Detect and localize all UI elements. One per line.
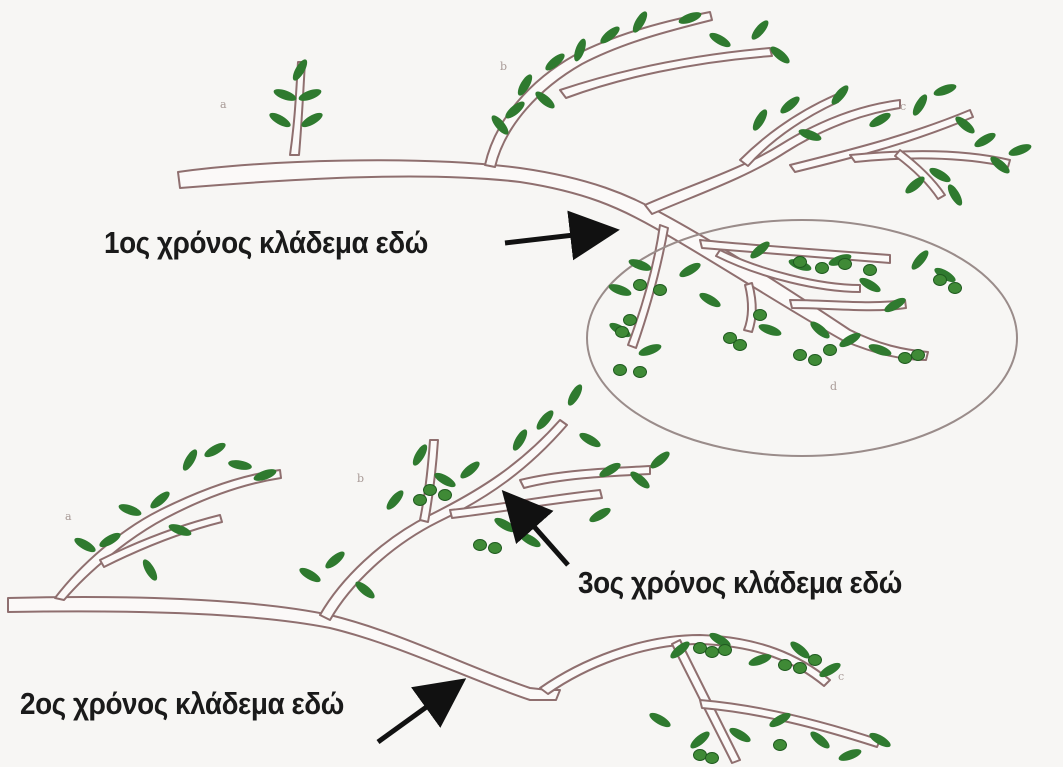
marker-bottom-a: a <box>65 510 72 523</box>
leaf <box>432 470 457 490</box>
olive <box>694 643 707 654</box>
leaf <box>458 459 482 481</box>
olive <box>439 490 452 501</box>
olive <box>816 263 829 274</box>
olive <box>424 485 437 496</box>
leaf <box>227 458 252 471</box>
olive <box>754 310 767 321</box>
leaves <box>72 9 1032 763</box>
olive <box>724 333 737 344</box>
olive <box>949 283 962 294</box>
leaf <box>510 427 530 452</box>
olive <box>794 663 807 674</box>
olive <box>809 655 822 666</box>
marker-bottom-c: c <box>838 670 844 683</box>
leaf <box>410 442 430 467</box>
olive <box>839 259 852 270</box>
leaf <box>180 447 200 472</box>
olive <box>414 495 427 506</box>
leaf <box>297 565 322 585</box>
leaf <box>565 382 585 407</box>
olive <box>694 750 707 761</box>
olive <box>899 353 912 364</box>
olive <box>706 753 719 764</box>
olive <box>794 257 807 268</box>
leaf <box>972 130 997 150</box>
leaf <box>903 174 927 196</box>
olive <box>624 315 637 326</box>
leaf <box>353 579 377 601</box>
olive <box>634 367 647 378</box>
label-year2: 2ος χρόνος κλάδεμα εδώ <box>20 686 344 722</box>
leaf <box>117 502 143 519</box>
leaf <box>829 83 851 107</box>
leaf <box>577 430 602 450</box>
olive <box>824 345 837 356</box>
leaf <box>637 342 663 359</box>
olive <box>912 350 925 361</box>
leaf <box>677 260 702 280</box>
leaf <box>384 488 406 512</box>
label-year3: 3ος χρόνος κλάδεμα εδώ <box>578 565 902 601</box>
leaf <box>140 557 160 582</box>
leaf <box>909 248 931 272</box>
marker-bottom-b: b <box>357 472 364 485</box>
leaf <box>533 89 557 111</box>
leaf <box>778 94 802 116</box>
olive <box>774 740 787 751</box>
olive <box>489 543 502 554</box>
leaf <box>1007 142 1033 159</box>
leaf <box>857 275 882 295</box>
olive <box>864 265 877 276</box>
leaf <box>647 710 672 730</box>
marker-top-d: d <box>830 380 837 393</box>
olive <box>706 647 719 658</box>
marker-top-b: b <box>500 60 507 73</box>
olive <box>474 540 487 551</box>
leaf <box>587 505 612 525</box>
olive <box>779 660 792 671</box>
olive <box>794 350 807 361</box>
leaf <box>299 110 324 130</box>
leaf <box>267 110 292 130</box>
arrow-year1 <box>505 232 600 243</box>
leaf <box>688 729 712 751</box>
leaf <box>272 87 298 104</box>
leaf <box>648 449 672 471</box>
marker-top-c: c <box>900 100 906 113</box>
leaf <box>945 182 965 207</box>
leaf <box>910 92 930 117</box>
leaf <box>323 549 347 571</box>
arrow-year2 <box>378 690 450 742</box>
olive <box>809 355 822 366</box>
olive <box>654 285 667 296</box>
label-year1: 1ος χρόνος κλάδεμα εδώ <box>104 225 428 261</box>
olive <box>934 275 947 286</box>
leaf <box>697 290 722 310</box>
leaf <box>202 440 227 460</box>
leaf <box>932 82 958 99</box>
leaf <box>492 515 517 535</box>
leaf <box>749 18 771 42</box>
olive <box>719 645 732 656</box>
olive <box>614 365 627 376</box>
olive <box>616 327 629 338</box>
leaf <box>627 257 653 274</box>
leaf <box>707 30 732 50</box>
leaf <box>750 107 770 132</box>
leaf <box>72 535 97 555</box>
marker-top-a: a <box>220 98 227 111</box>
leaf <box>837 747 863 764</box>
olive <box>634 280 647 291</box>
leaf <box>757 322 783 339</box>
